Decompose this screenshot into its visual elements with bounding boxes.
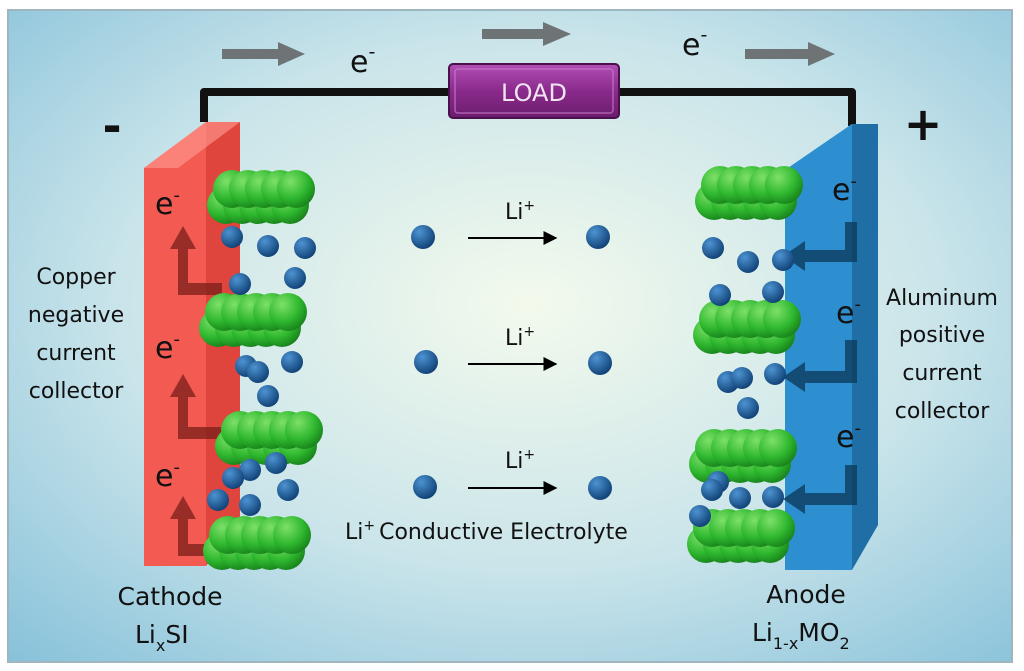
right-arrow-3 — [783, 465, 857, 514]
copper-caption-line: current — [36, 341, 116, 366]
copper-collector-caption: Copper negative current collector — [28, 265, 124, 404]
anode-label: Anode — [766, 580, 846, 609]
li-ion — [731, 367, 753, 389]
li-ion — [762, 281, 784, 303]
right-arrow-2 — [783, 340, 857, 392]
copper-collector-plate — [144, 122, 240, 566]
electron-label-left-3: e- — [155, 457, 180, 494]
aluminum-caption-line: positive — [899, 323, 985, 348]
li-ion — [294, 237, 316, 259]
right-lithium-ions — [689, 237, 794, 527]
graphite-layer — [215, 411, 323, 465]
li-ion — [709, 284, 731, 306]
flow-arrow-center — [482, 22, 571, 46]
li-ion — [221, 226, 243, 248]
graphite-layer — [693, 300, 801, 354]
left-graphite-layers — [199, 170, 323, 570]
graphite-sphere — [765, 166, 803, 204]
left-lithium-ions — [207, 226, 316, 516]
flow-arrow-right — [745, 42, 835, 66]
electrolyte-label: Li+Conductive Electrolyte — [345, 518, 628, 545]
graphite-layer — [199, 293, 307, 347]
electron-label-top-right: e- — [682, 24, 707, 63]
aluminum-caption-line: current — [902, 361, 982, 386]
li-ion — [588, 476, 612, 500]
graphite-sphere — [759, 429, 797, 467]
li-ion — [764, 363, 786, 385]
li-ion — [737, 251, 759, 273]
graphite-sphere — [285, 411, 323, 449]
graphite-layer — [689, 429, 797, 483]
li-ion — [277, 479, 299, 501]
li-ion — [257, 235, 279, 257]
li-ion — [586, 225, 610, 249]
li-ion — [265, 452, 287, 474]
li-ion — [413, 475, 437, 499]
li-ion — [588, 351, 612, 375]
graphite-sphere — [763, 300, 801, 338]
graphite-sphere — [269, 293, 307, 331]
left-up-arrow-3 — [170, 496, 222, 556]
central-ion-rows — [411, 225, 612, 500]
frame-border — [7, 9, 1013, 663]
flow-arrow-left — [222, 42, 305, 66]
cathode-label: Cathode — [118, 582, 223, 611]
li-ion — [762, 486, 784, 508]
right-arrow-1 — [783, 222, 857, 271]
graphite-layer — [203, 516, 311, 570]
electron-label-left-2: e- — [155, 329, 180, 366]
li-ion — [207, 489, 229, 511]
aluminum-caption-line: Aluminum — [886, 286, 998, 311]
li-ion-label-3: Li+ — [505, 447, 535, 474]
electron-label-right-2: e- — [836, 294, 861, 331]
aluminum-collector-caption: Aluminum positive current collector — [886, 286, 998, 424]
graphite-layer — [207, 170, 315, 224]
left-up-arrow-2 — [170, 374, 222, 439]
li-ion-label-1: Li+ — [505, 198, 535, 225]
negative-terminal-sign: - — [102, 99, 121, 153]
li-ion — [284, 267, 306, 289]
li-ion — [239, 459, 261, 481]
li-ion — [737, 397, 759, 419]
li-ion — [239, 494, 261, 516]
aluminum-caption-line: collector — [895, 399, 990, 424]
li-ion — [729, 487, 751, 509]
li-ion — [281, 351, 303, 373]
anode-formula: Li1-xMO2 — [752, 618, 850, 653]
li-ion — [411, 225, 435, 249]
li-ion — [229, 273, 251, 295]
load-label: LOAD — [501, 79, 567, 107]
electron-flow-arrows — [222, 22, 835, 66]
li-ion — [222, 467, 244, 489]
electron-label-top-left: e- — [350, 41, 375, 80]
right-graphite-layers — [687, 166, 803, 563]
right-electron-arrows — [783, 222, 857, 514]
electron-label-right-3: e- — [836, 418, 861, 455]
li-ion — [689, 505, 711, 527]
graphite-layer — [687, 509, 795, 563]
positive-terminal-sign: + — [904, 97, 943, 151]
li-ion — [257, 385, 279, 407]
copper-caption-line: negative — [28, 303, 124, 328]
copper-caption-line: Copper — [36, 265, 116, 290]
left-up-arrow-1 — [170, 226, 222, 295]
li-ion — [701, 479, 723, 501]
graphite-sphere — [273, 516, 311, 554]
electron-label-right-1: e- — [832, 171, 857, 208]
graphite-layer — [695, 166, 803, 220]
li-ion-label-2: Li+ — [505, 324, 535, 351]
graphite-sphere — [277, 170, 315, 208]
li-ion — [247, 361, 269, 383]
cathode-formula: LixSI — [135, 620, 189, 655]
li-ion — [772, 249, 794, 271]
copper-caption-line: collector — [29, 379, 124, 404]
left-electron-up-arrows — [170, 226, 222, 556]
li-ion — [414, 350, 438, 374]
aluminum-collector-plate — [785, 124, 878, 570]
graphite-sphere — [757, 509, 795, 547]
load-box: LOAD — [448, 63, 620, 119]
li-ion — [702, 237, 724, 259]
electron-label-left-1: e- — [155, 185, 180, 222]
